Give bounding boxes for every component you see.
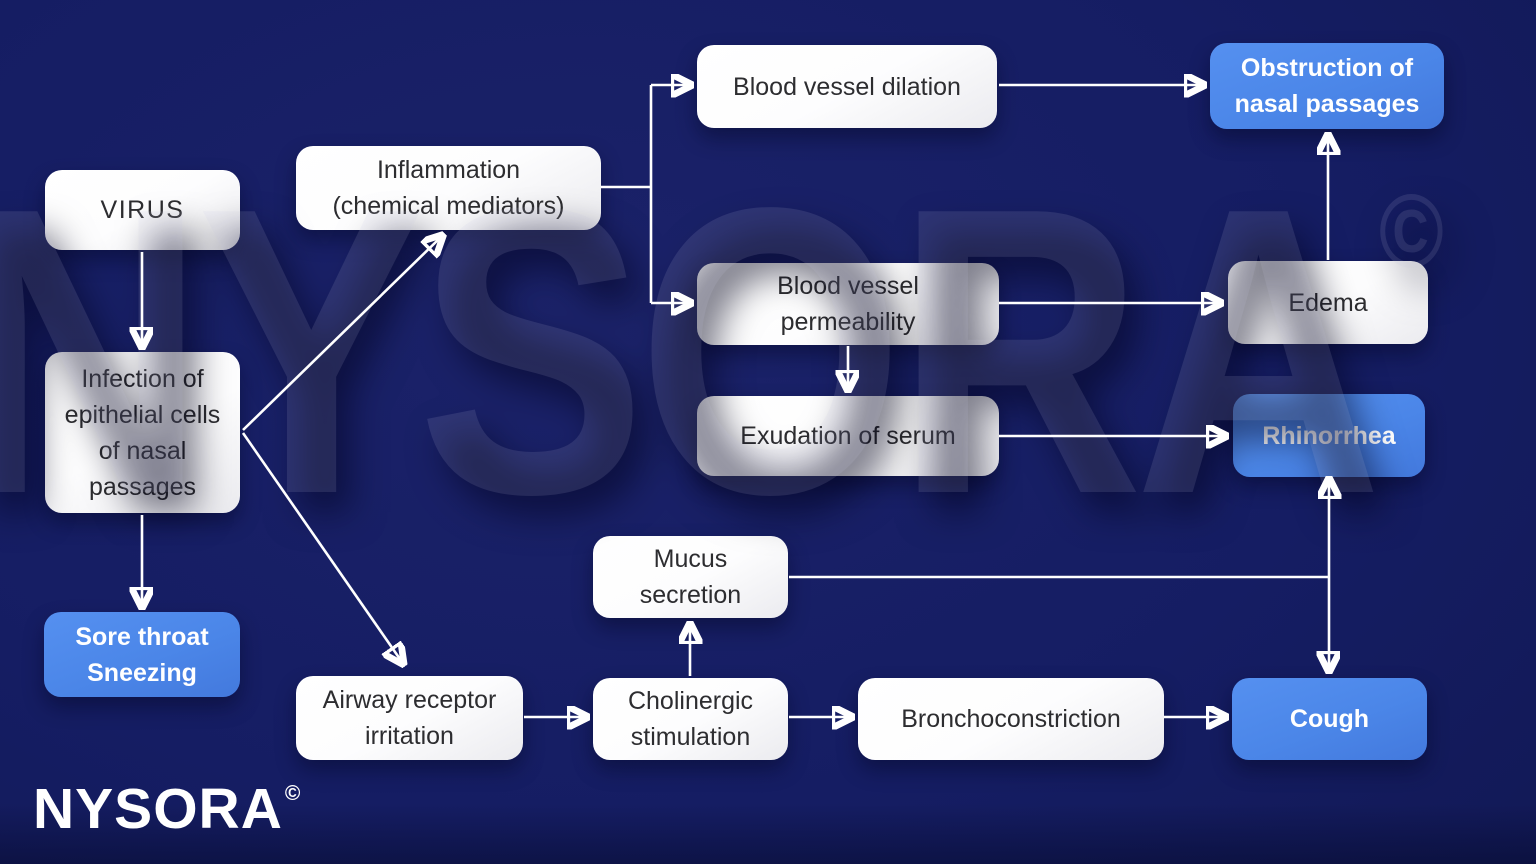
node-label-line: nasal passages	[1234, 90, 1420, 118]
node-virus: VIRUS	[45, 170, 240, 250]
node-label-line: Inflammation	[376, 156, 521, 184]
node-label-line: Rhinorrhea	[1262, 421, 1396, 450]
node-bronchoconstriction: Bronchoconstriction	[858, 678, 1164, 760]
node-mucus-secretion: Mucus secretion	[593, 536, 788, 618]
node-label-line: Cough	[1289, 705, 1370, 733]
node-label-line: Edema	[1288, 288, 1368, 317]
node-label-line: Bronchoconstriction	[901, 705, 1121, 733]
node-label-line: passages	[88, 472, 197, 501]
edge-infection-airway	[241, 432, 402, 662]
node-label-line: epithelial cells	[64, 400, 221, 429]
node-label-line: Obstruction of	[1240, 54, 1414, 82]
node-label-line: Sneezing	[87, 658, 197, 687]
node-cough: Cough	[1232, 678, 1427, 760]
node-label-line: irritation	[365, 722, 454, 750]
node-label-line: VIRUS	[100, 196, 185, 224]
node-blood-vessel-permeability: Blood vessel permeability	[697, 263, 999, 345]
node-label-line: stimulation	[630, 723, 751, 751]
node-label-line: secretion	[639, 581, 742, 609]
node-label-line: permeability	[780, 308, 916, 336]
nysora-logo: NYSORA©	[33, 776, 301, 842]
node-label-line: (chemical mediators)	[332, 192, 565, 220]
node-label-line: Blood vessel dilation	[733, 72, 961, 101]
node-obstruction-of-nasal-passages: Obstruction of nasal passages	[1210, 43, 1444, 129]
edge-infection-inflammation	[242, 237, 441, 431]
logo-copyright-icon: ©	[284, 782, 302, 805]
node-label-line: of nasal	[98, 436, 187, 465]
node-airway-receptor-irritation: Airway receptor irritation	[296, 676, 523, 760]
node-infection-of-epithelial-cells: Infection of epithelial cells of nasal p…	[45, 352, 240, 513]
node-label-line: Blood vessel	[777, 272, 919, 300]
node-label-line: Cholinergic	[627, 687, 754, 715]
node-exudation-of-serum: Exudation of serum	[697, 396, 999, 476]
node-label-line: Sore throat	[75, 622, 209, 651]
node-rhinorrhea: Rhinorrhea	[1233, 394, 1425, 477]
edge-inflammation-branch-elbow	[601, 85, 653, 303]
logo-text: NYSORA	[33, 777, 283, 841]
node-label-line: Infection of	[81, 364, 204, 393]
node-cholinergic-stimulation: Cholinergic stimulation	[593, 678, 788, 760]
node-label-line: Exudation of serum	[740, 422, 956, 450]
node-edema: Edema	[1228, 261, 1428, 344]
node-sore-throat-sneezing: Sore throat Sneezing	[44, 612, 240, 697]
node-label-line: Mucus	[653, 545, 728, 573]
node-label-line: Airway receptor	[322, 686, 497, 714]
node-blood-vessel-dilation: Blood vessel dilation	[697, 45, 997, 128]
node-inflammation: Inflammation (chemical mediators)	[296, 146, 601, 230]
